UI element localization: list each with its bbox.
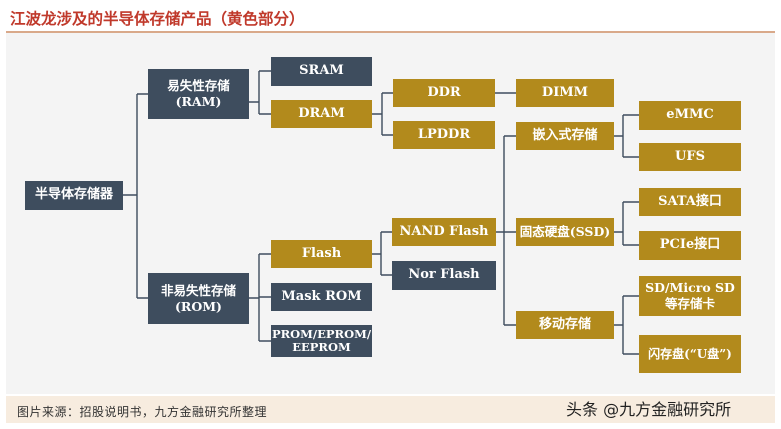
title-divider: [6, 31, 775, 33]
node-pcie: PCIe接口: [639, 231, 741, 260]
node-ssd: 固态硬盘(SSD): [516, 218, 614, 246]
node-nonvolatile-rom-line1: 非易失性存储: [160, 282, 236, 298]
node-mobile-storage: 移动存储: [516, 311, 614, 339]
node-dimm: DIMM: [516, 79, 614, 107]
node-prom-line1: PROM/EPROM/: [271, 326, 372, 341]
node-embedded-storage: 嵌入式存储: [516, 122, 614, 150]
node-nonvolatile-rom: 非易失性存储 (ROM): [148, 273, 249, 324]
node-ufs: UFS: [639, 143, 741, 171]
source-note: 图片来源：招股说明书，九方金融研究所整理: [17, 405, 268, 419]
node-sd-card-line2: 等存储卡: [664, 296, 715, 311]
page-title: 江波龙涉及的半导体存储产品（黄色部分）: [10, 9, 305, 28]
footer-bar: [6, 396, 775, 423]
node-sata: SATA接口: [639, 188, 741, 216]
node-nor-flash: Nor Flash: [392, 261, 496, 290]
node-sram: SRAM: [271, 57, 372, 86]
node-mask-rom: Mask ROM: [271, 283, 372, 311]
node-usb-flash-drive: 闪存盘(“U盘”): [639, 335, 741, 373]
node-nand-flash: NAND Flash: [392, 218, 496, 246]
node-dram: DRAM: [271, 100, 372, 128]
node-lpddr: LPDDR: [393, 121, 495, 149]
node-prom-eprom-eeprom: PROM/EPROM/ EEPROM: [271, 325, 372, 357]
node-prom-line2: EEPROM: [292, 340, 351, 354]
node-sd-card-line1: SD/Micro SD: [645, 280, 735, 296]
node-sd-card: SD/Micro SD 等存储卡: [639, 276, 741, 316]
node-volatile-ram-line2: (RAM): [175, 94, 222, 109]
node-emmc: eMMC: [639, 101, 741, 130]
node-semiconductor-memory: 半导体存储器: [25, 181, 123, 210]
node-nonvolatile-rom-line2: (ROM): [175, 298, 222, 314]
node-ddr: DDR: [393, 79, 495, 107]
node-volatile-ram-line1: 易失性存储: [167, 78, 230, 94]
watermark: 头条 @九方金融研究所: [566, 400, 732, 419]
node-volatile-ram: 易失性存储 (RAM): [148, 69, 249, 119]
node-flash: Flash: [271, 240, 372, 268]
